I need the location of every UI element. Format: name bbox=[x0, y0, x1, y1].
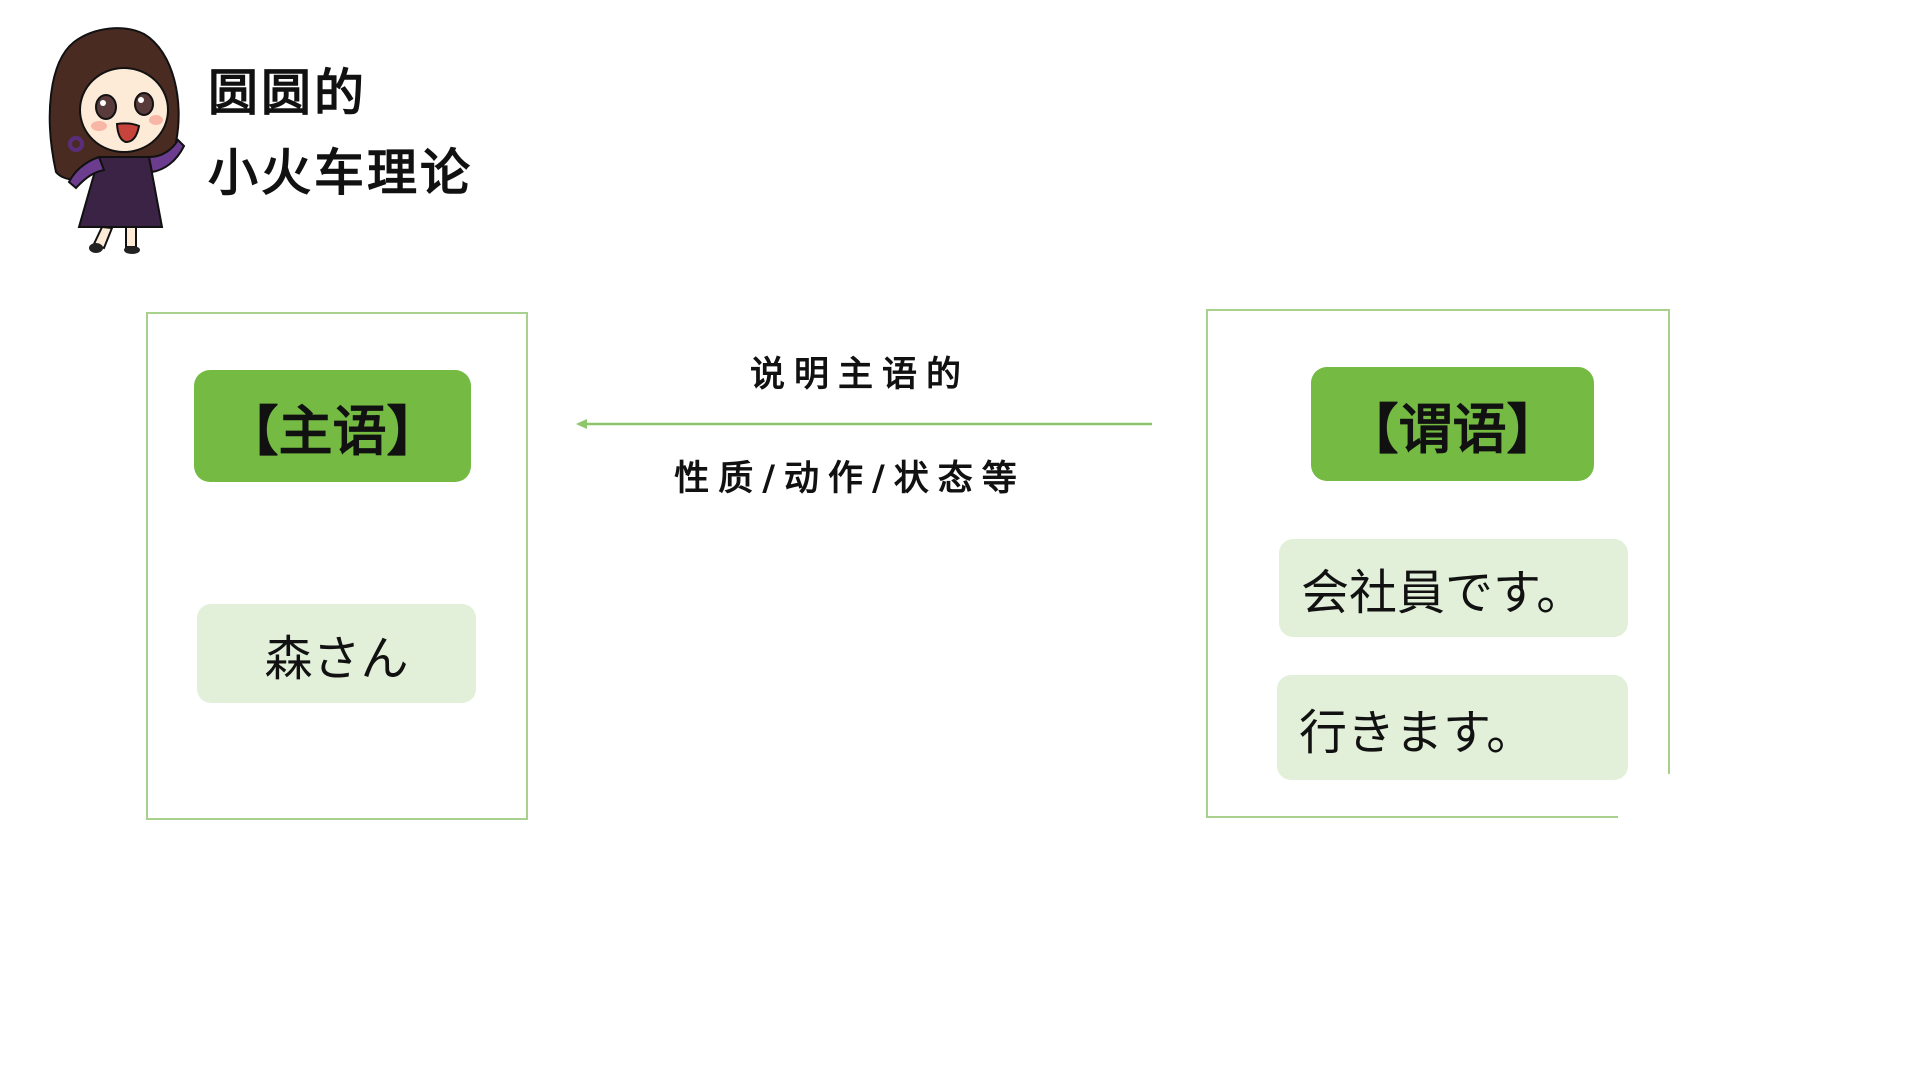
predicate-item: 行きます。 bbox=[1277, 675, 1628, 780]
cartoon-girl-icon bbox=[48, 27, 186, 254]
subject-item: 森さん bbox=[197, 604, 476, 703]
predicate-label: 【谓语】 bbox=[1311, 367, 1594, 481]
title-line-1: 圆圆的 bbox=[208, 64, 367, 122]
arrow-left-icon bbox=[574, 416, 1154, 432]
relation-text-line1: 说明主语的 bbox=[749, 354, 971, 395]
title-line-2: 小火车理论 bbox=[208, 144, 473, 202]
border-gap-bottom bbox=[1618, 810, 1674, 822]
subject-label: 【主语】 bbox=[194, 370, 471, 482]
border-gap-right bbox=[1664, 774, 1674, 822]
relation-text-line2: 性质/动作/状态等 bbox=[674, 458, 1026, 499]
predicate-item: 会社員です。 bbox=[1279, 539, 1628, 637]
avatar bbox=[44, 22, 189, 254]
